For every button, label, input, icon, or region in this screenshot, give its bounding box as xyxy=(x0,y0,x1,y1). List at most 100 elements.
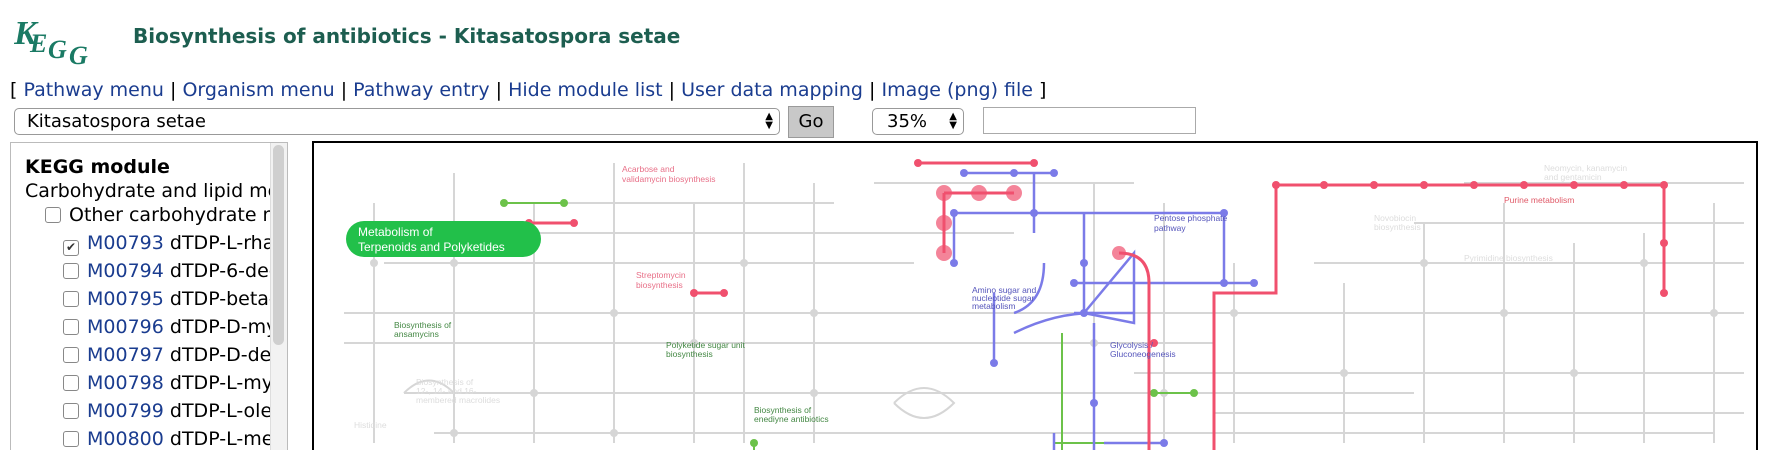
module-id-link[interactable]: M00798 xyxy=(87,372,164,394)
scrollbar-thumb[interactable] xyxy=(273,145,284,345)
user-data-mapping-link[interactable]: User data mapping xyxy=(681,79,863,101)
module-row: ✔M00793 dTDP-L-rham xyxy=(63,232,287,256)
module-row: M00795 dTDP-beta-L- xyxy=(63,288,288,310)
acarbose-label-2[interactable]: validamycin biosynthesis xyxy=(622,174,716,184)
pentose-label-1[interactable]: Pentose phosphate xyxy=(1154,213,1228,223)
module-checkbox[interactable] xyxy=(63,375,79,391)
sidebar-scrollbar[interactable] xyxy=(270,143,287,450)
red-nodes xyxy=(525,159,1668,347)
neomycin-label-1[interactable]: Neomycin, kanamycin xyxy=(1544,163,1627,173)
biosyn-12-label-2[interactable]: 12-, 14- and 16- xyxy=(416,386,477,396)
glycolysis-label-1[interactable]: Glycolysis / xyxy=(1110,340,1154,350)
pathway-map-canvas[interactable]: Metabolism of Terpenoids and Polyketides… xyxy=(314,143,1758,450)
subcategory-checkbox[interactable] xyxy=(45,207,61,223)
polyketide-label-1[interactable]: Polyketide sugar unit xyxy=(666,340,746,350)
module-checkbox[interactable] xyxy=(63,403,79,419)
module-checkbox[interactable] xyxy=(63,347,79,363)
module-name: dTDP-L-mego xyxy=(169,428,288,450)
menu-separator: | xyxy=(340,79,348,101)
bracket-open: [ xyxy=(10,79,18,101)
green-nodes xyxy=(500,199,1198,447)
module-checkbox[interactable] xyxy=(63,431,79,447)
module-id-link[interactable]: M00800 xyxy=(87,428,164,450)
menu-separator: | xyxy=(668,79,676,101)
novobiocin-label-1[interactable]: Novobiocin xyxy=(1374,213,1416,223)
svg-text:K: K xyxy=(14,15,39,52)
streptomycin-label-1[interactable]: Streptomycin xyxy=(636,270,686,280)
green-pathway xyxy=(504,202,1194,450)
bracket-close: ] xyxy=(1039,79,1047,101)
module-checkbox[interactable]: ✔ xyxy=(63,240,79,256)
histidine-label[interactable]: Histidine xyxy=(354,420,387,430)
aminosugar-label-1[interactable]: Amino sugar and xyxy=(972,285,1037,295)
module-row: M00796 dTDP-D-myca xyxy=(63,316,288,338)
module-row: M00797 dTDP-D-deso xyxy=(63,344,288,366)
kegg-logo[interactable]: K E G G xyxy=(14,12,94,68)
biosyn-12-label-3[interactable]: membered macrolides xyxy=(416,395,500,405)
pathway-map[interactable]: Metabolism of Terpenoids and Polyketides… xyxy=(312,141,1758,450)
terpenoids-polyketides-badge[interactable]: Metabolism of Terpenoids and Polyketides xyxy=(346,221,541,257)
background-network xyxy=(344,163,1744,443)
module-checkbox[interactable] xyxy=(63,263,79,279)
module-checkbox[interactable] xyxy=(63,291,79,307)
module-row: M00798 dTDP-L-myca xyxy=(63,372,288,394)
module-id-link[interactable]: M00793 xyxy=(87,232,164,254)
menu-separator: | xyxy=(170,79,177,101)
subcategory-label: Other carbohydrate met xyxy=(69,204,288,226)
ansamycins-label-1[interactable]: Biosynthesis of xyxy=(394,320,452,330)
badge-line-2: Terpenoids and Polyketides xyxy=(358,240,505,254)
neomycin-label-2[interactable]: and gentamicin xyxy=(1544,172,1602,182)
map-labels: Acarbose and validamycin biosynthesis St… xyxy=(354,163,1627,430)
novobiocin-label-2[interactable]: biosynthesis xyxy=(1374,222,1421,232)
biosyn-12-label-1[interactable]: Biosynthesis of xyxy=(416,377,474,387)
hide-module-list-link[interactable]: Hide module list xyxy=(508,79,663,101)
zoom-select-value: 35% xyxy=(887,111,928,132)
streptomycin-label-2[interactable]: biosynthesis xyxy=(636,280,683,290)
module-id-link[interactable]: M00794 xyxy=(87,260,164,282)
go-button[interactable]: Go xyxy=(788,106,834,138)
blue-nodes xyxy=(950,169,1258,447)
purine-label[interactable]: Purine metabolism xyxy=(1504,195,1574,205)
menu-bar: [ Pathway menu | Organism menu | Pathway… xyxy=(10,79,1046,101)
module-row: M00799 dTDP-L-olean xyxy=(63,400,288,422)
search-input[interactable] xyxy=(983,107,1196,134)
module-list-title: KEGG module xyxy=(25,156,170,178)
enediyne-label-1[interactable]: Biosynthesis of xyxy=(754,405,812,415)
module-row: M00800 dTDP-L-mego xyxy=(63,428,288,450)
module-id-link[interactable]: M00796 xyxy=(87,316,164,338)
module-row: M00794 dTDP-6-deox xyxy=(63,260,288,282)
module-checkbox[interactable] xyxy=(63,319,79,335)
ansamycins-label-2[interactable]: ansamycins xyxy=(394,329,439,339)
pyrimidine-label[interactable]: Pyrimidine biosynthesis xyxy=(1464,253,1553,263)
acarbose-label-1[interactable]: Acarbose and xyxy=(622,164,675,174)
zoom-select[interactable]: 35% ▲▼ xyxy=(872,108,964,135)
polyketide-label-2[interactable]: biosynthesis xyxy=(666,349,713,359)
module-name: dTDP-L-olean xyxy=(169,400,288,422)
page-title: Biosynthesis of antibiotics - Kitasatosp… xyxy=(133,24,681,48)
module-name: dTDP-D-myca xyxy=(169,316,288,338)
module-name: dTDP-6-deox xyxy=(169,260,288,282)
pentose-label-2[interactable]: pathway xyxy=(1154,223,1186,233)
red-pathway xyxy=(529,161,1666,450)
background-nodes xyxy=(370,229,1718,437)
module-name: dTDP-beta-L- xyxy=(169,288,288,310)
glycolysis-label-2[interactable]: Gluconeogenesis xyxy=(1110,349,1176,359)
module-id-link[interactable]: M00797 xyxy=(87,344,164,366)
menu-separator: | xyxy=(495,79,503,101)
aminosugar-label-3[interactable]: metabolism xyxy=(972,301,1015,311)
aminosugar-label-2[interactable]: nucleotide sugar xyxy=(972,293,1035,303)
organism-menu-link[interactable]: Organism menu xyxy=(182,79,335,101)
pathway-menu-link[interactable]: Pathway menu xyxy=(23,79,164,101)
pathway-entry-link[interactable]: Pathway entry xyxy=(353,79,490,101)
organism-select[interactable]: Kitasatospora setae ▲▼ xyxy=(14,108,780,135)
organism-select-value: Kitasatospora setae xyxy=(27,111,206,132)
module-id-link[interactable]: M00799 xyxy=(87,400,164,422)
enediyne-label-2[interactable]: enediyne antibiotics xyxy=(754,414,829,424)
module-name: dTDP-D-deso xyxy=(169,344,288,366)
module-id-link[interactable]: M00795 xyxy=(87,288,164,310)
module-name: dTDP-L-myca xyxy=(169,372,288,394)
select-arrows-icon: ▲▼ xyxy=(949,111,957,131)
image-png-file-link[interactable]: Image (png) file xyxy=(881,79,1033,101)
category-label: Carbohydrate and lipid metal xyxy=(25,180,288,202)
svg-text:G: G xyxy=(48,35,67,64)
